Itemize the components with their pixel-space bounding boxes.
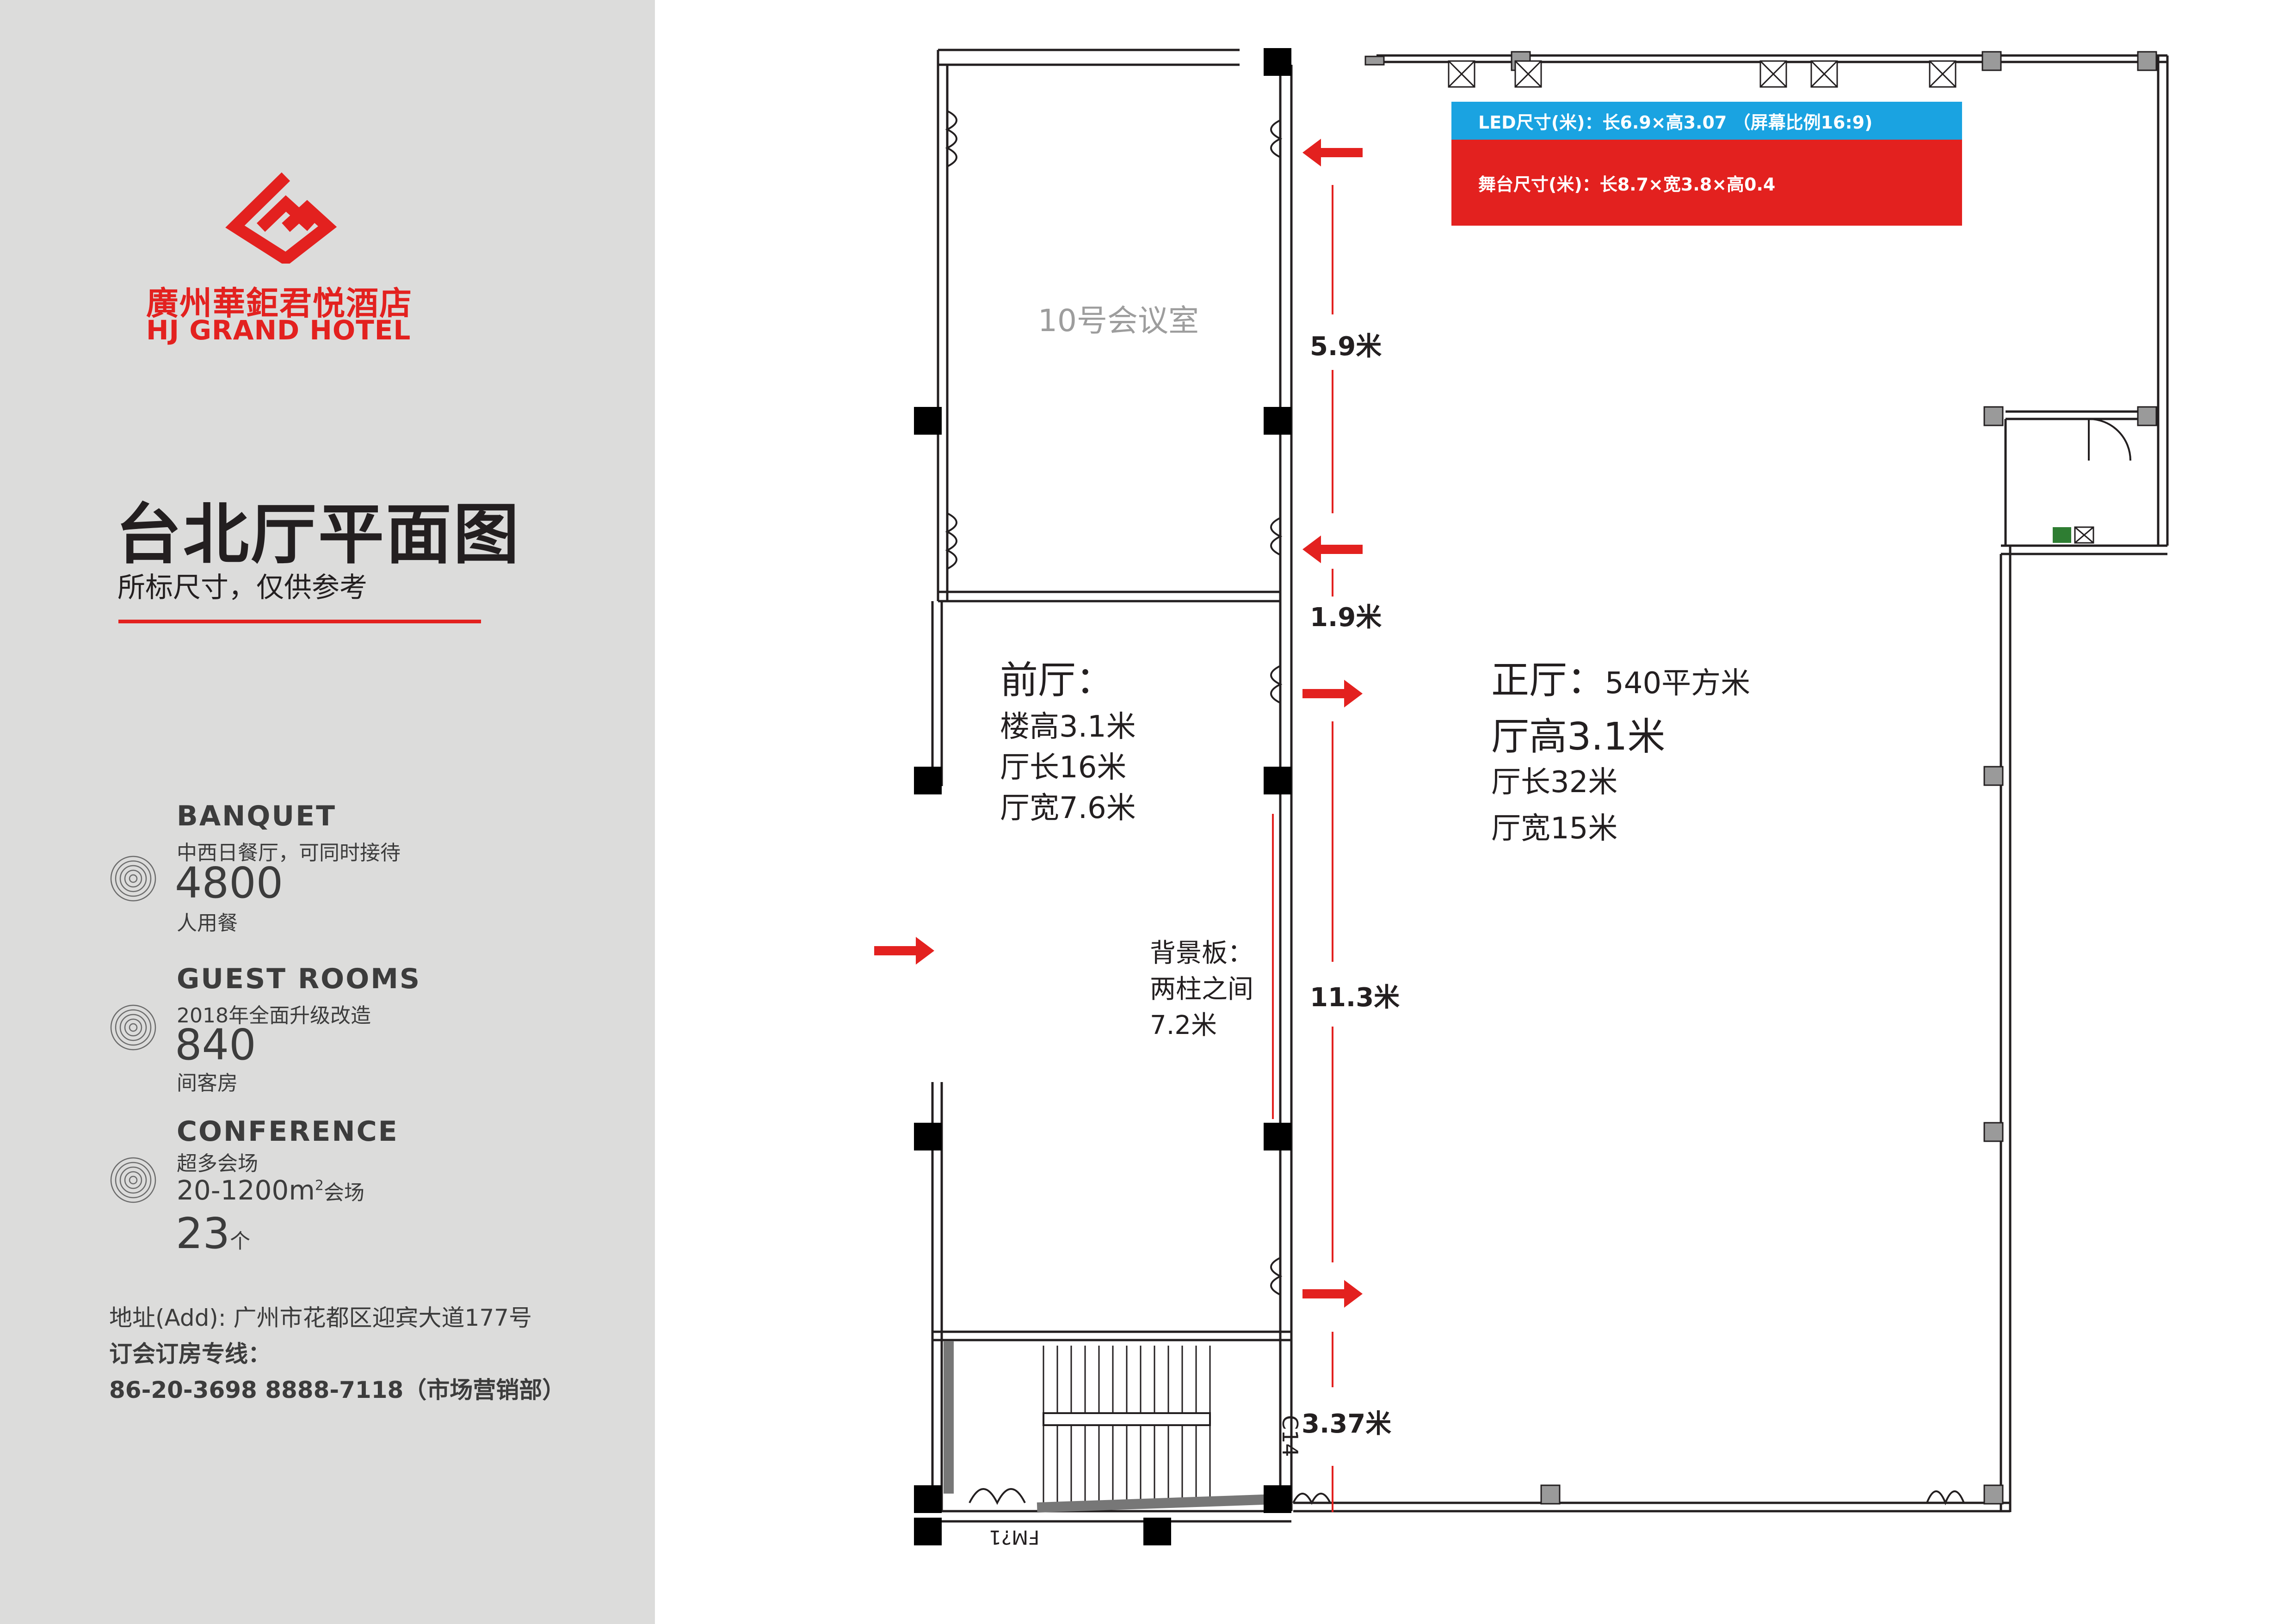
floor-plan: LED尺寸(米)：长6.9×高3.07 （屏幕比例16:9) 舞台尺寸(米)：长… — [655, 0, 2296, 1624]
front-hall-height: 楼高3.1米 — [1000, 710, 1136, 744]
room-10-label: 10号会议室 — [1038, 303, 1199, 338]
page-subtitle: 所标尺寸，仅供参考 — [117, 572, 367, 604]
backdrop-label: 背景板： — [1150, 938, 1253, 968]
hotline-label: 订会订房专线： — [109, 1341, 271, 1367]
guest-rooms-title: GUEST ROOMS — [177, 963, 421, 995]
arrow-right-icon — [1302, 680, 1363, 707]
led-size-banner: LED尺寸(米)：长6.9×高3.07 （屏幕比例16:9) — [1451, 102, 1962, 140]
front-hall-width: 厅宽7.6米 — [1000, 791, 1136, 825]
door-code: FM?1 — [989, 1526, 1040, 1549]
conference-range: 20-1200m2会场 — [177, 1175, 364, 1206]
dimension-label: 1.9米 — [1310, 603, 1382, 633]
hotel-logo-icon — [225, 172, 337, 264]
guest-rooms-desc: 2018年全面升级改造 — [177, 1004, 371, 1027]
arrow-right-icon — [1302, 1280, 1363, 1308]
guest-rooms-unit: 间客房 — [177, 1071, 238, 1095]
page-title: 台北厅平面图 — [116, 497, 521, 573]
front-hall-title: 前厅： — [1000, 658, 1114, 702]
concentric-circle-icon — [110, 1004, 156, 1051]
arrow-left-icon — [1302, 139, 1363, 166]
arrow-right-icon — [874, 937, 934, 965]
column-code: C14 — [1278, 1415, 1302, 1457]
hotline-number: 86-20-3698 8888-7118（市场营销部） — [109, 1377, 566, 1403]
floor-plan-drawing — [914, 48, 2169, 1545]
banquet-unit: 人用餐 — [177, 911, 238, 935]
dimension-label: 3.37米 — [1302, 1409, 1392, 1439]
sidebar: 廣州華鉅君悦酒店 HJ GRAND HOTEL 台北厅平面图 所标尺寸，仅供参考… — [0, 0, 655, 1624]
dimension-label: 11.3米 — [1310, 983, 1400, 1013]
main-hall-width: 厅宽15米 — [1491, 812, 1618, 846]
front-hall-length: 厅长16米 — [1000, 750, 1127, 785]
guest-rooms-number: 840 — [175, 1020, 256, 1070]
banquet-title: BANQUET — [177, 800, 337, 832]
main-hall-height: 厅高3.1米 — [1491, 715, 1666, 759]
conference-count: 23个 — [176, 1209, 251, 1258]
backdrop-desc: 两柱之间 — [1150, 974, 1253, 1004]
main-hall-title: 正厅：540平方米 — [1491, 658, 1751, 702]
conference-title: CONFERENCE — [177, 1115, 399, 1148]
address: 地址(Add): 广州市花都区迎宾大道177号 — [109, 1304, 532, 1331]
conference-desc: 超多会场 — [177, 1152, 258, 1175]
hotel-name-en: HJ GRAND HOTEL — [146, 314, 411, 346]
arrow-left-icon — [1302, 535, 1363, 563]
title-underline — [118, 620, 481, 623]
banquet-desc: 中西日餐厅，可同时接待 — [177, 841, 401, 865]
concentric-circle-icon — [110, 1157, 156, 1203]
hotel-name-cn: 廣州華鉅君悦酒店 — [146, 284, 413, 322]
main-hall-length: 厅长32米 — [1491, 765, 1618, 800]
stage-size-banner: 舞台尺寸(米)：长8.7×宽3.8×高0.4 — [1451, 140, 1962, 226]
concentric-circle-icon — [110, 855, 156, 902]
banquet-number: 4800 — [175, 858, 284, 908]
backdrop-width: 7.2米 — [1150, 1010, 1217, 1040]
dimension-label: 5.9米 — [1310, 332, 1382, 362]
